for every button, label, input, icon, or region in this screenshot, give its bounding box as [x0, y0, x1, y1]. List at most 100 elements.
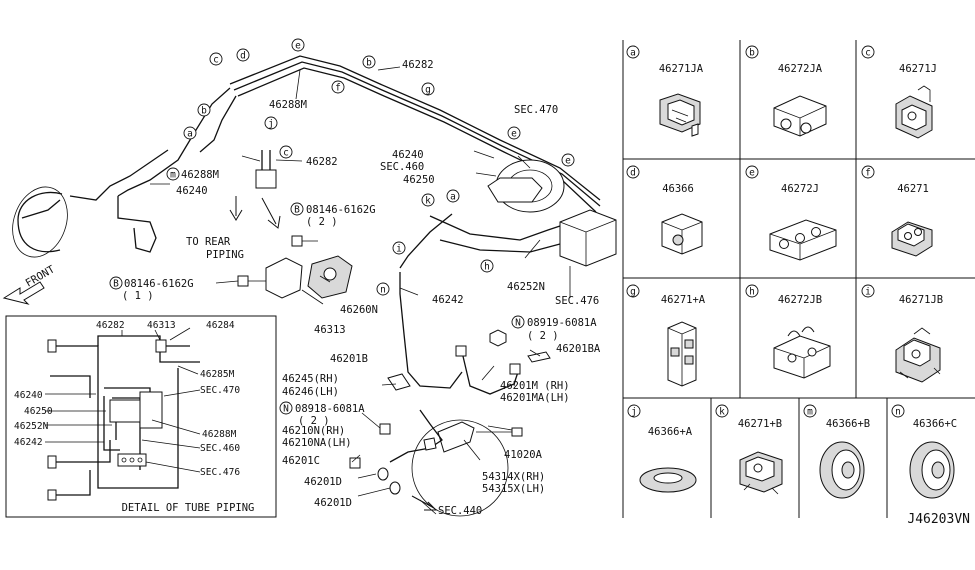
callout-a-1: a	[187, 129, 193, 140]
callout-e-3: e	[565, 156, 571, 167]
label-46210na: 46210NA(LH)	[282, 437, 352, 449]
clip-46271ja-drawing	[659, 93, 701, 137]
callout-m-1: m	[170, 170, 176, 181]
callout-B-2: B	[113, 279, 119, 290]
main-callouts: c d e b f g b j a c m e e a k i h n B B …	[109, 38, 575, 415]
label-46201c: 46201C	[282, 455, 320, 467]
cell-part-46271ja: 46271JA	[659, 63, 704, 75]
parts-cell-a: a 46271JA	[626, 45, 704, 137]
label-54314x: 54314X(RH)	[482, 471, 545, 483]
parts-cell-g: g 46271+A	[626, 284, 706, 387]
parts-cell-k: k 46271+B	[715, 404, 783, 495]
callout-f-1: f	[335, 83, 341, 94]
clip-46272jb-drawing	[773, 326, 831, 379]
callout-k-1: k	[425, 196, 431, 207]
label-piping: PIPING	[206, 249, 244, 261]
callout-h-1: h	[484, 262, 490, 273]
grommet-46366c-drawing	[909, 441, 955, 499]
main-leaders	[150, 66, 571, 515]
callout-c-1: c	[213, 55, 219, 66]
label-46201ba: 46201BA	[556, 343, 601, 355]
label-46201ma: 46201MA(LH)	[500, 392, 570, 404]
parts-cell-h: h 46272JB	[745, 284, 831, 379]
cell-part-46271j: 46271J	[899, 63, 937, 75]
cell-part-46366c: 46366+C	[913, 418, 957, 430]
detail-46252n: 46252N	[14, 421, 49, 432]
callout-e-2: e	[511, 129, 517, 140]
label-46240-mid: 46240	[392, 149, 424, 161]
cell-letter-n: n	[895, 407, 901, 418]
label-46240-left: 46240	[176, 185, 208, 197]
cell-letter-d: d	[630, 168, 636, 179]
label-08918: 08918-6081A	[295, 403, 365, 415]
callout-c-2: c	[283, 148, 289, 159]
cell-letter-f: f	[865, 168, 871, 179]
detail-sec476: SEC.476	[200, 467, 240, 478]
label-08146-top-qty: ( 2 )	[306, 216, 338, 228]
detail-46250: 46250	[24, 406, 53, 417]
clip-46271a-drawing	[667, 321, 697, 387]
label-08919: 08919-6081A	[527, 317, 597, 329]
label-46210n: 46210N(RH)	[282, 425, 345, 437]
label-46246: 46246(LH)	[282, 386, 339, 398]
cell-letter-h: h	[749, 287, 755, 298]
main-labels: 46282 46288M 46288M 46240 46282 SEC.470 …	[24, 59, 601, 517]
label-46245: 46245(RH)	[282, 373, 339, 385]
label-sec476: SEC.476	[555, 295, 599, 307]
clip-46271b-drawing	[739, 451, 783, 495]
cell-part-46366a: 46366+A	[648, 426, 693, 438]
label-46201d-b: 46201D	[314, 497, 352, 509]
cell-letter-j: j	[631, 407, 637, 418]
clip-46272j-drawing	[769, 219, 837, 261]
parts-cell-n: n 46366+C	[891, 404, 957, 499]
cell-letter-e: e	[749, 168, 755, 179]
callout-b-1: b	[366, 58, 372, 69]
callout-j-1: j	[268, 119, 274, 130]
cell-part-46272jb: 46272JB	[778, 294, 822, 306]
label-46201d-a: 46201D	[304, 476, 342, 488]
detail-46242: 46242	[14, 437, 43, 448]
clip-46271-drawing	[891, 221, 933, 257]
parts-cell-e: e 46272J	[745, 165, 837, 261]
detail-sec470: SEC.470	[200, 385, 240, 396]
grommet-46366b-drawing	[819, 441, 865, 499]
parts-grid	[622, 40, 975, 518]
parts-cell-d: d 46366	[626, 165, 703, 255]
label-08146-top: 08146-6162G	[306, 204, 376, 216]
label-sec460: SEC.460	[380, 161, 424, 173]
callout-n-1: n	[380, 285, 386, 296]
cell-part-46271b: 46271+B	[738, 418, 782, 430]
label-46242: 46242	[432, 294, 464, 306]
clip-46366-drawing	[661, 213, 703, 255]
detail-sec460: SEC.460	[200, 443, 240, 454]
label-08146-low: 08146-6162G	[124, 278, 194, 290]
callout-N-2: N	[283, 404, 289, 415]
parts-cell-f: f 46271	[861, 165, 933, 257]
detail-46282: 46282	[96, 320, 125, 331]
label-08146-low-qty: ( 1 )	[122, 290, 154, 302]
cell-letter-b: b	[749, 48, 755, 59]
parts-cell-j: j 46366+A	[627, 404, 697, 493]
label-sec440: SEC.440	[438, 505, 482, 517]
label-46252n: 46252N	[507, 281, 545, 293]
callout-e-1: e	[295, 41, 301, 52]
label-46201m: 46201M (RH)	[500, 380, 570, 392]
cell-letter-k: k	[719, 407, 725, 418]
detail-46285m: 46285M	[200, 369, 235, 380]
detail-46284: 46284	[206, 320, 235, 331]
parts-cell-c: c 46271J	[861, 45, 937, 139]
cell-letter-a: a	[630, 48, 636, 59]
label-46282-mid: 46282	[306, 156, 338, 168]
detail-46240: 46240	[14, 390, 43, 401]
label-46260n: 46260N	[340, 304, 378, 316]
callout-B-1: B	[294, 205, 300, 216]
callout-a-2: a	[450, 192, 456, 203]
label-41020a: 41020A	[504, 449, 543, 461]
callout-b-2: b	[201, 106, 207, 117]
cell-letter-i: i	[865, 287, 871, 298]
clip-46271j-drawing	[895, 85, 933, 139]
cell-letter-c: c	[865, 48, 871, 59]
cell-part-46271jb: 46271JB	[899, 294, 943, 306]
label-46282-top: 46282	[402, 59, 434, 71]
